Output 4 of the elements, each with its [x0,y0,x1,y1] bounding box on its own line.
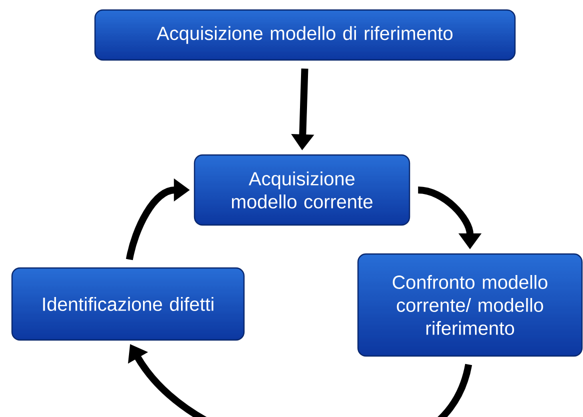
process-box: Acquisizione modello di riferimento [94,9,516,61]
process-box: Identificazione difetti [11,267,245,341]
process-box: Acquisizione modello corrente [194,154,410,226]
process-box: Confronto modello corrente/ modello riferimento [357,253,583,357]
